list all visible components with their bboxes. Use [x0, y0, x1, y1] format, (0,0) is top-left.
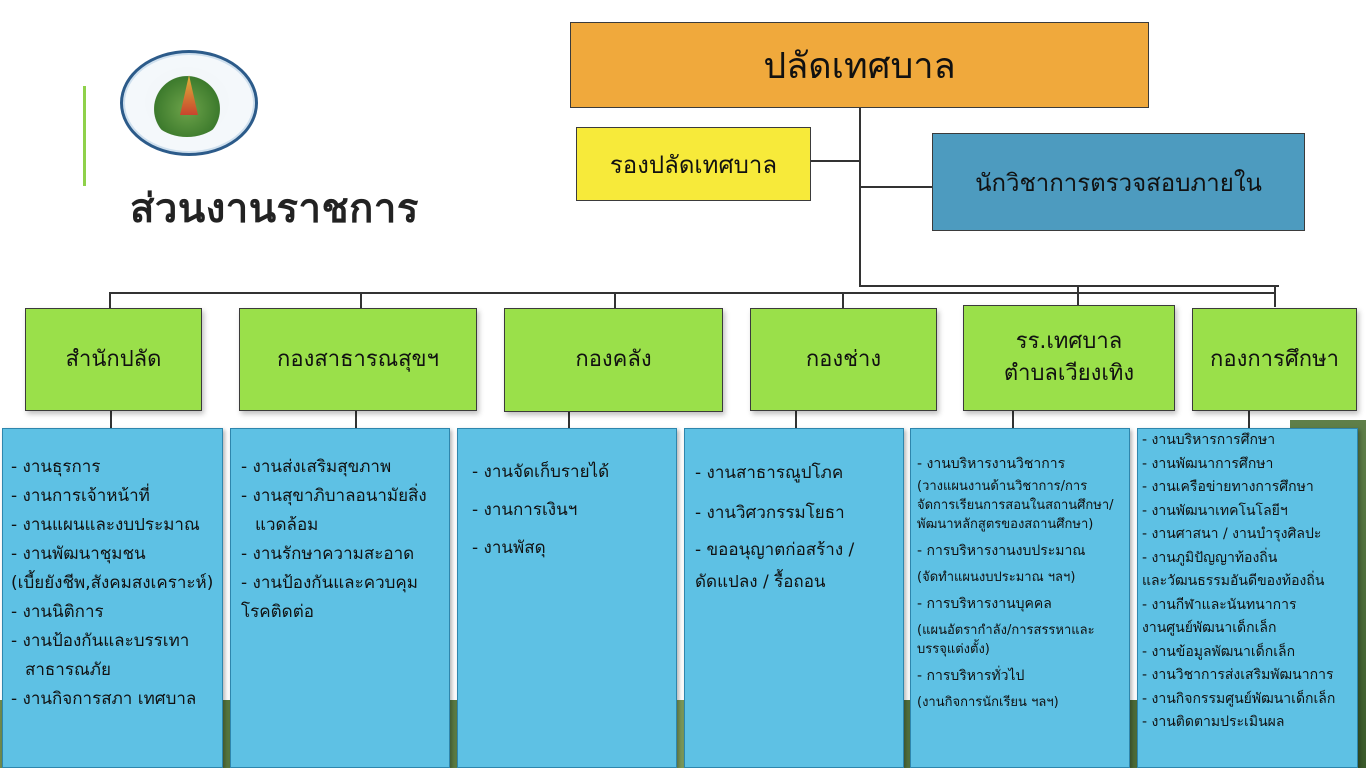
accent-line: [83, 86, 86, 186]
task-item: - งานส่งเสริมสุขภาพ: [241, 457, 392, 477]
task-item: - งานศาสนา / งานบำรุงศิลปะ: [1142, 526, 1322, 542]
task-panel: - งานธุรการ - งานการเจ้าหน้าที่ - งานแผน…: [2, 428, 223, 768]
division-label-line1: รร.เทศบาล: [1015, 329, 1123, 355]
task-item: (วางแผนงานด้านวิชาการ/การ: [917, 479, 1088, 494]
task-item: - งานการเจ้าหน้าที่: [11, 486, 150, 506]
task-item: - ขออนุญาตก่อสร้าง /: [695, 540, 855, 560]
task-panel: - งานบริหารงานวิชาการ (วางแผนงานด้านวิชา…: [910, 428, 1130, 768]
deputy-box: รองปลัดเทศบาล: [576, 127, 811, 201]
connector-drop: [109, 292, 111, 309]
task-list: - งานส่งเสริมสุขภาพ - งานสุขาภิบาลอนามัย…: [241, 453, 449, 627]
connector-bus-right: [859, 285, 1279, 287]
connector-bus: [109, 292, 1276, 294]
municipality-logo: [120, 50, 258, 156]
task-list: - งานจัดเก็บรายได้ - งานการเงินฯ - งานพั…: [472, 453, 676, 567]
task-item: แวดล้อม: [255, 515, 319, 535]
task-item: - งานเครือข่ายทางการศึกษา: [1142, 479, 1314, 495]
division-box: กองคลัง: [504, 308, 723, 412]
division-box: รร.เทศบาล ตำบลเวียงเทิง: [963, 305, 1175, 411]
task-item: - งานกิจกรรมศูนย์พัฒนาเด็กเล็ก: [1142, 690, 1336, 707]
connector-drop: [1248, 410, 1250, 428]
task-item: - งานภูมิปัญญาท้องถิ่น: [1142, 549, 1278, 566]
task-item: จัดการเรียนการสอนในสถานศึกษา/: [917, 498, 1114, 513]
task-item: - งานบริหารงานวิชาการ: [917, 456, 1066, 472]
connector-trunk: [859, 107, 861, 287]
division-label: กองการศึกษา: [1210, 346, 1339, 372]
connector-deputy: [810, 160, 860, 162]
task-list: - งานสาธารณูปโภค - งานวิศวกรรมโยธา - ขออ…: [695, 453, 903, 597]
division-label: กองสาธารณสุขฯ: [277, 346, 439, 372]
task-item: - การบริหารทั่วไป: [917, 668, 1025, 684]
task-list: - งานบริหารงานวิชาการ (วางแผนงานด้านวิชา…: [917, 451, 1129, 712]
division-label: สำนักปลัด: [65, 346, 162, 372]
task-item: - งานพัสดุ: [472, 538, 546, 558]
chief-label: ปลัดเทศบาล: [763, 45, 956, 87]
task-item: (งานกิจการนักเรียน ฯลฯ): [917, 695, 1059, 710]
task-item: - การบริหารงานงบประมาณ: [917, 543, 1086, 559]
division-box: กองการศึกษา: [1192, 308, 1357, 411]
task-item: บรรจุแต่งตั้ง): [917, 642, 990, 657]
connector-drop: [360, 292, 362, 309]
connector-drop: [1077, 285, 1079, 305]
connector-drop: [842, 292, 844, 309]
division-label: กองช่าง: [805, 346, 882, 372]
task-item: - งานวิศวกรรมโยธา: [695, 503, 845, 523]
auditor-box: นักวิชาการตรวจสอบภายใน: [932, 133, 1305, 231]
task-item: พัฒนาหลักสูตรของสถานศึกษา): [917, 517, 1094, 532]
task-item: - งานธุรการ: [11, 457, 101, 477]
task-item: - งานบริหารการศึกษา: [1142, 432, 1276, 448]
task-item: - งานติดตามประเมินผล: [1142, 714, 1285, 730]
task-item: - งานจัดเก็บรายได้: [472, 462, 610, 482]
task-item: - งานรักษาความสะอาด: [241, 544, 415, 564]
division-box: กองช่าง: [750, 308, 937, 411]
task-item: - งานพัฒนาการศึกษา: [1142, 455, 1274, 472]
connector-drop: [614, 292, 616, 309]
task-item: - งานการเงินฯ: [472, 500, 578, 520]
division-box: กองสาธารณสุขฯ: [239, 308, 477, 411]
task-item: - งานป้องกันและควบคุม: [241, 573, 419, 593]
task-item: - งานวิชาการส่งเสริมพัฒนาการ: [1142, 667, 1334, 683]
chief-box: ปลัดเทศบาล: [570, 22, 1149, 108]
connector-drop: [1274, 285, 1276, 307]
task-item: - งานกิจการสภา เทศบาล: [11, 689, 197, 709]
task-item: ดัดแปลง / รื้อถอน: [695, 572, 826, 592]
task-item: - งานแผนและงบประมาณ: [11, 515, 200, 535]
task-list: - งานบริหารการศึกษา - งานพัฒนาการศึกษา -…: [1142, 429, 1357, 735]
task-panel: - งานส่งเสริมสุขภาพ - งานสุขาภิบาลอนามัย…: [230, 428, 450, 768]
task-item: - งานข้อมูลพัฒนาเด็กเล็ก: [1142, 643, 1296, 660]
task-item: - งานสาธารณูปโภค: [695, 463, 844, 483]
auditor-label: นักวิชาการตรวจสอบภายใน: [975, 168, 1262, 197]
task-item: (เบี้ยยังชีพ,สังคมสงเคราะห์): [11, 573, 214, 593]
task-list: - งานธุรการ - งานการเจ้าหน้าที่ - งานแผน…: [11, 453, 222, 714]
task-item: สาธารณภัย: [25, 660, 111, 680]
task-item: - งานสุขาภิบาลอนามัยสิ่ง: [241, 486, 427, 506]
task-panel: - งานจัดเก็บรายได้ - งานการเงินฯ - งานพั…: [457, 428, 677, 768]
connector-auditor: [859, 186, 933, 188]
task-item: - งานพัฒนาชุมชน: [11, 544, 146, 564]
connector-drop: [355, 410, 357, 428]
connector-drop: [1012, 410, 1014, 428]
connector-drop: [795, 410, 797, 428]
task-item: - งานพัฒนาเทคโนโลยีฯ: [1142, 502, 1288, 519]
task-item: - งานป้องกันและบรรเทา: [11, 631, 190, 651]
task-item: โรคติดต่อ: [241, 602, 314, 622]
task-item: - งานนิติการ: [11, 602, 104, 622]
division-box: สำนักปลัด: [25, 308, 202, 411]
connector-drop: [110, 410, 112, 428]
section-title: ส่วนงานราชการ: [130, 186, 419, 232]
task-item: - งานกีฬาและนันทนาการ: [1142, 596, 1297, 613]
division-label-line2: ตำบลเวียงเทิง: [1003, 361, 1135, 386]
deputy-label: รองปลัดเทศบาล: [609, 150, 778, 179]
division-label: กองคลัง: [575, 347, 652, 373]
task-item: และวัฒนธรรมอันดีของท้องถิ่น: [1142, 573, 1325, 589]
task-item: งานศูนย์พัฒนาเด็กเล็ก: [1142, 620, 1277, 636]
task-item: (จัดทำแผนงบประมาณ ฯลฯ): [917, 570, 1076, 585]
task-panel: - งานสาธารณูปโภค - งานวิศวกรรมโยธา - ขออ…: [684, 428, 904, 768]
connector-drop: [568, 412, 570, 430]
task-item: - การบริหารงานบุคคล: [917, 596, 1052, 612]
task-item: (แผนอัตรากำลัง/การสรรหาและ: [917, 623, 1095, 638]
task-panel: - งานบริหารการศึกษา - งานพัฒนาการศึกษา -…: [1137, 428, 1358, 768]
